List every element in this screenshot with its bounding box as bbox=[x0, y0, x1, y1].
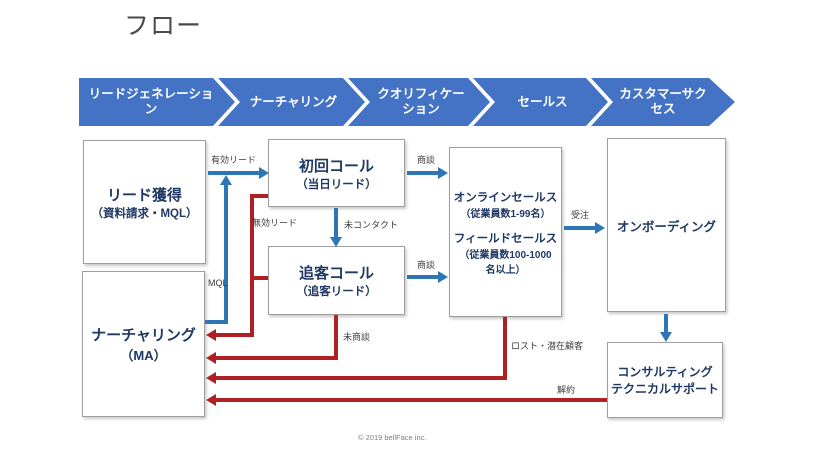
box-chase-call-subtitle: （追客リード） bbox=[296, 286, 377, 298]
lost-arrowhead-icon bbox=[206, 372, 216, 384]
cancel-arrowhead-icon bbox=[206, 394, 216, 406]
meeting-first-line bbox=[407, 171, 439, 175]
no-contact-line bbox=[334, 208, 338, 238]
invalid-lead-line-top bbox=[250, 194, 268, 198]
box-lead-acquisition-title: リード獲得 bbox=[106, 186, 182, 204]
box-nurturing-ma-title: ナーチャリング bbox=[91, 327, 196, 344]
invalid-lead-line-bottom bbox=[216, 333, 254, 337]
mql-label: MQL bbox=[208, 278, 228, 288]
meeting-chase-line bbox=[407, 275, 439, 279]
box-onboarding-title: オンボーディング bbox=[616, 219, 717, 234]
invalid-lead-label: 無効リード bbox=[252, 218, 298, 228]
box-lead-acquisition-subtitle: （資料請求・MQL） bbox=[91, 207, 198, 220]
invalid-lead-line-branch bbox=[250, 276, 268, 280]
cancel-label: 解約 bbox=[557, 385, 576, 395]
invalid-lead-arrowhead-icon bbox=[206, 329, 216, 341]
box-onboarding: オンボーディング bbox=[607, 138, 726, 312]
valid-lead-line bbox=[208, 171, 260, 175]
meeting-first-arrowhead-icon bbox=[438, 167, 448, 179]
no-meeting-label: 未商談 bbox=[343, 332, 371, 342]
meeting-chase-label: 商談 bbox=[417, 260, 436, 270]
no-meeting-line-vertical bbox=[334, 315, 338, 360]
box-sales-online-size: （従業員数1-99名） bbox=[460, 208, 551, 220]
box-first-call-subtitle: （当日リード） bbox=[296, 178, 377, 191]
lost-line-horizontal bbox=[216, 376, 507, 380]
box-first-call: 初回コール （当日リード） bbox=[268, 139, 405, 207]
box-support-title: コンサルティング テクニカルサポート bbox=[610, 365, 719, 396]
no-meeting-arrowhead-icon bbox=[206, 352, 216, 364]
box-nurturing-ma: ナーチャリング （MA） bbox=[82, 271, 205, 417]
banner-stage-customer-success: カスタマーサク セス bbox=[591, 78, 735, 126]
banner-stage-nurturing: ナーチャリング bbox=[218, 78, 365, 126]
box-chase-call-title: 追客コール bbox=[298, 265, 374, 282]
banner-stage-qualification: クオリフィケー ション bbox=[348, 78, 490, 126]
no-meeting-line-horizontal bbox=[216, 356, 338, 360]
box-sales-field-size: （従業員数100-1000 名以上） bbox=[459, 249, 552, 276]
invalid-lead-line-vertical bbox=[250, 194, 254, 337]
onboarding-to-support-line bbox=[664, 314, 668, 333]
order-label: 受注 bbox=[571, 210, 590, 220]
no-contact-arrowhead-icon bbox=[330, 237, 342, 247]
mql-line-vertical bbox=[224, 184, 228, 324]
mql-line-horizontal bbox=[205, 320, 228, 324]
box-sales-field-title: フィールドセールス bbox=[453, 232, 558, 245]
order-arrowhead-icon bbox=[595, 222, 605, 234]
banner-stage-lead-generation: リードジェネレーショ ン bbox=[79, 78, 235, 126]
onboarding-to-support-arrowhead-icon bbox=[660, 332, 672, 342]
box-sales: オンラインセールス （従業員数1-99名） フィールドセールス （従業員数100… bbox=[449, 147, 562, 317]
mql-arrowhead-icon bbox=[220, 175, 232, 185]
valid-lead-label: 有効リード bbox=[211, 155, 257, 165]
valid-lead-arrowhead-icon bbox=[259, 167, 269, 179]
slide-title: フロー bbox=[124, 12, 203, 40]
cancel-line bbox=[216, 398, 607, 402]
order-line bbox=[564, 226, 596, 230]
box-sales-online-title: オンラインセールス bbox=[453, 191, 558, 204]
box-lead-acquisition: リード獲得 （資料請求・MQL） bbox=[83, 140, 206, 264]
box-nurturing-ma-subtitle: （MA） bbox=[120, 348, 167, 363]
banner-stage-sales: セールス bbox=[473, 78, 608, 126]
meeting-chase-arrowhead-icon bbox=[438, 271, 448, 283]
lost-label: ロスト・潜在顧客 bbox=[511, 341, 584, 351]
meeting-first-label: 商談 bbox=[417, 155, 436, 165]
box-first-call-title: 初回コール bbox=[298, 157, 374, 175]
lost-line-vertical bbox=[503, 317, 507, 380]
box-chase-call: 追客コール （追客リード） bbox=[268, 246, 405, 315]
no-contact-label: 未コンタクト bbox=[344, 220, 399, 230]
box-support: コンサルティング テクニカルサポート bbox=[607, 342, 723, 418]
copyright-text: © 2019 bellFace inc. bbox=[358, 433, 427, 442]
